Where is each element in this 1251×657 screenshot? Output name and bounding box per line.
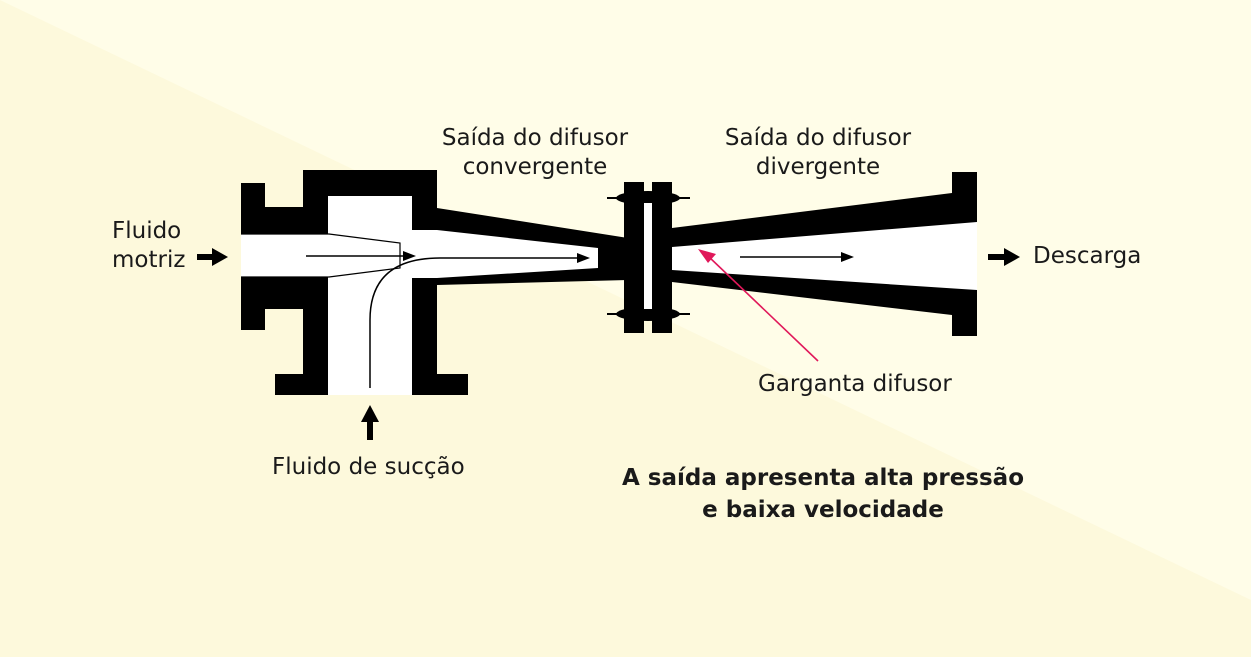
diffuser-passage [672, 222, 977, 290]
outlet-note-line2: e baixa velocidade [702, 497, 944, 523]
converging-outlet-label: Saída do difusor convergente [430, 124, 640, 182]
flow-arrows [306, 251, 854, 388]
motive-fluid-label: Fluido motriz [112, 217, 185, 275]
suction-fluid-label: Fluido de sucção [272, 454, 465, 480]
motive-fluid-label-line2: motriz [112, 247, 186, 273]
outlet-note-line1: A saída apresenta alta pressão [621, 465, 1025, 491]
converging-outlet-line2: convergente [462, 154, 608, 180]
flange-assembly [607, 182, 690, 333]
suction-passage [328, 196, 598, 395]
motive-inlet-arrow [197, 248, 228, 266]
suction-chamber-body [241, 170, 628, 395]
throat-label: Garganta difusor [758, 371, 952, 397]
converging-outlet-line1: Saída do difusor [441, 125, 629, 151]
diverging-outlet-line1: Saída do difusor [724, 125, 912, 151]
diverging-diffuser-body [672, 172, 977, 336]
discharge-label: Descarga [1033, 243, 1142, 269]
outlet-note: A saída apresenta alta pressão e baixa v… [598, 462, 1048, 526]
discharge-arrow [988, 248, 1020, 266]
diverging-outlet-label: Saída do difusor divergente [713, 124, 923, 182]
diverging-outlet-line2: divergente [755, 154, 881, 180]
suction-inlet-arrow [361, 405, 379, 440]
motive-fluid-label-line1: Fluido [112, 218, 182, 244]
throat-pointer-arrow [698, 249, 819, 362]
